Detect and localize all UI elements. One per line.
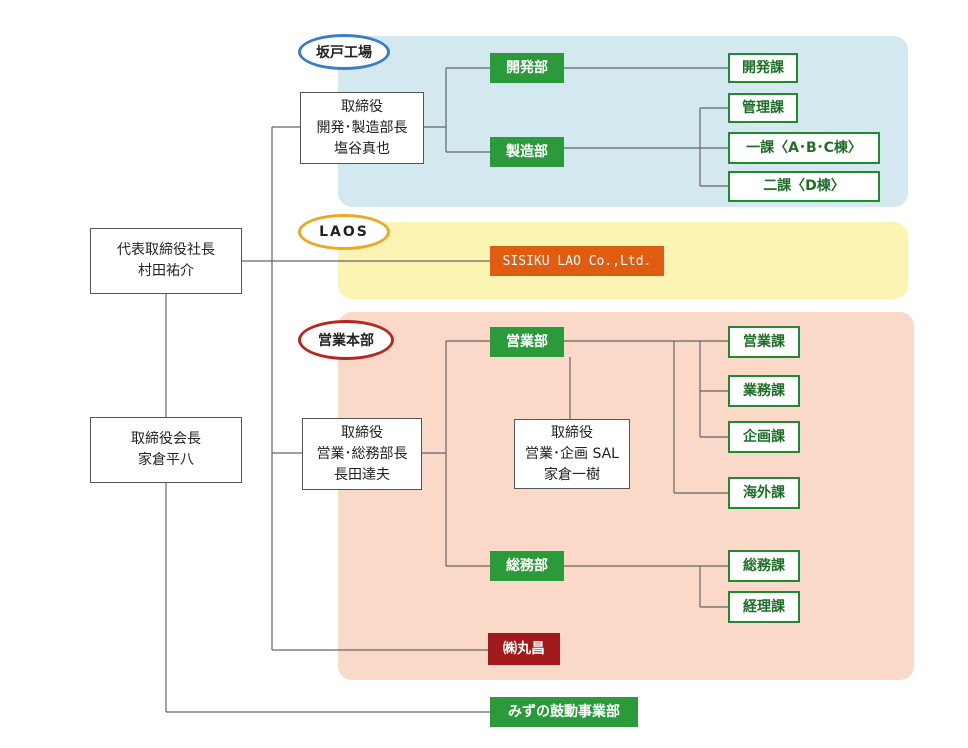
sales-director-box: 取締役 営業･総務部長 長田達夫 [302,418,422,490]
president-box: 代表取締役社長 村田祐介 [90,228,242,294]
president-title: 代表取締役社長 [117,242,215,258]
section-development: 開発課 [728,53,798,83]
oval-sakado-factory: 坂戸工場 [298,34,390,70]
dept-marumasa-label: ㈱丸昌 [503,640,545,657]
sales-director-role: 営業･総務部長 [316,445,408,462]
section-2-label: 二課〈D棟〉 [763,178,845,194]
dev-director-title: 取締役 [341,98,383,115]
section-business: 業務課 [728,375,800,407]
dept-sales-label: 営業部 [506,333,548,350]
chairman-title: 取締役会長 [131,431,201,447]
section-planning: 企画課 [728,421,800,453]
dept-mizuno-label: みずの鼓動事業部 [508,703,620,720]
dept-manufacturing-label: 製造部 [506,143,548,160]
dept-laos-company: SISIKU LAO Co.,Ltd. [490,246,664,276]
dept-laos-company-label: SISIKU LAO Co.,Ltd. [502,253,652,269]
sal-director-role: 営業･企画 SAL [525,445,619,462]
region-sales-headquarters [338,312,914,680]
section-1-label: 一課〈A･B･C棟〉 [746,139,862,156]
dept-development-label: 開発部 [506,59,548,76]
dev-director-role: 開発･製造部長 [316,119,408,136]
section-overseas-label: 海外課 [743,484,785,501]
dept-manufacturing: 製造部 [490,137,564,167]
section-general-label: 総務課 [743,557,785,574]
section-management-label: 管理課 [742,99,784,116]
dept-sales: 営業部 [490,327,564,357]
chairman-name: 家倉平八 [138,452,194,468]
dept-development: 開発部 [490,53,564,83]
dept-marumasa: ㈱丸昌 [488,633,560,665]
section-management: 管理課 [728,93,798,123]
section-business-label: 業務課 [743,382,785,399]
dept-general-affairs-label: 総務部 [506,557,548,574]
oval-sakado-label: 坂戸工場 [316,45,372,61]
oval-sales-label: 営業本部 [318,333,374,349]
sal-director-name: 家倉一樹 [544,466,600,483]
dept-general-affairs: 総務部 [490,551,564,581]
oval-laos-label: LAOS [319,224,369,240]
section-planning-label: 企画課 [743,428,785,445]
section-overseas: 海外課 [728,477,800,509]
chairman-box: 取締役会長 家倉平八 [90,417,242,483]
section-sales: 営業課 [728,326,800,358]
section-general: 総務課 [728,550,800,582]
president-name: 村田祐介 [138,263,194,279]
section-accounting: 経理課 [728,591,800,623]
dept-mizuno: みずの鼓動事業部 [490,697,638,727]
dev-director-name: 塩谷真也 [334,140,390,157]
sal-director-title: 取締役 [551,424,593,441]
dev-director-box: 取締役 開発･製造部長 塩谷真也 [300,92,424,164]
oval-sales-headquarters: 営業本部 [298,320,394,360]
sal-director-box: 取締役 営業･企画 SAL 家倉一樹 [514,419,630,489]
section-1: 一課〈A･B･C棟〉 [728,132,880,164]
oval-laos: LAOS [298,214,390,250]
sales-director-title: 取締役 [341,424,383,441]
section-development-label: 開発課 [742,59,784,76]
section-2: 二課〈D棟〉 [728,171,880,202]
section-sales-label: 営業課 [743,333,785,350]
section-accounting-label: 経理課 [743,598,785,615]
sales-director-name: 長田達夫 [334,466,390,483]
